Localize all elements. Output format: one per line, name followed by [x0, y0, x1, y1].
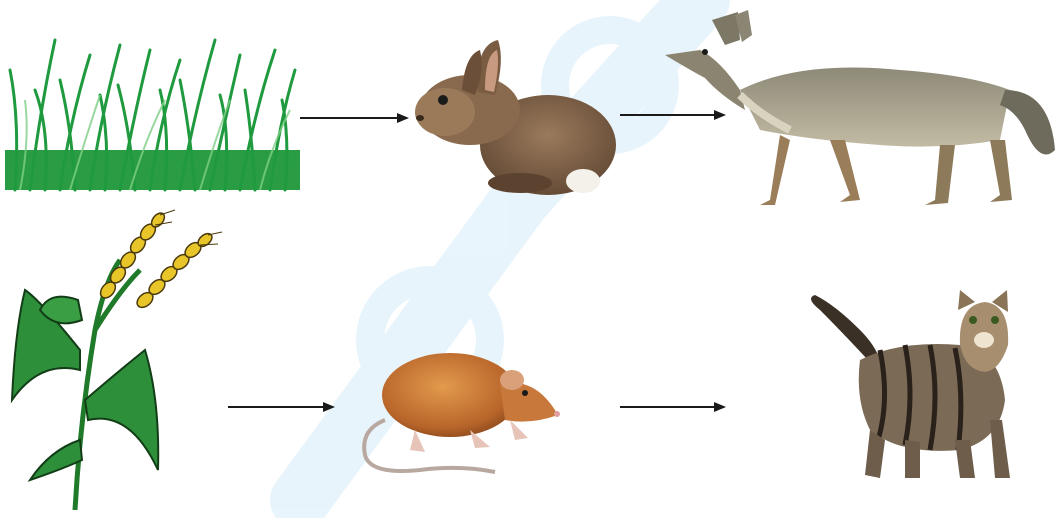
watermark-shape — [300, 0, 700, 500]
fox-icon — [665, 10, 1055, 205]
cat-icon — [811, 290, 1010, 478]
wheat-icon — [12, 210, 222, 510]
grass-icon — [5, 40, 300, 190]
rabbit-icon — [415, 40, 616, 195]
